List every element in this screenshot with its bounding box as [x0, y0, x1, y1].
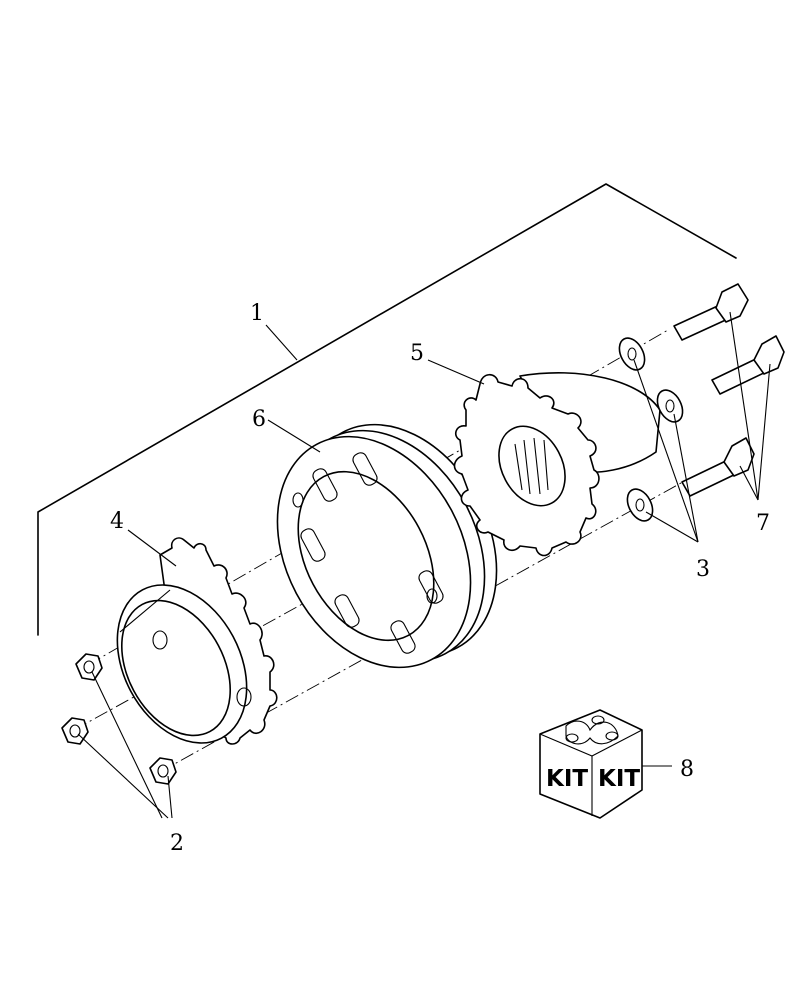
sprocket-hub-part-4: [116, 537, 278, 745]
callout-1: 1: [250, 301, 264, 326]
splined-sprocket-part-5: [453, 372, 661, 557]
clutch-body-part-6: [276, 423, 498, 669]
callout-7: 7: [756, 511, 770, 536]
assembly-bracket: [37, 183, 737, 636]
leader-lines: [77, 311, 771, 819]
nuts-part-2: [61, 653, 177, 785]
washers-part-3: [618, 337, 684, 522]
callout-6: 6: [252, 407, 266, 432]
kit-label-right: KIT: [598, 766, 640, 792]
callout-2: 2: [170, 831, 184, 856]
bolts-part-7: [673, 283, 785, 497]
kit-label-left: KIT: [546, 766, 588, 792]
callout-5: 5: [410, 341, 424, 366]
callout-8: 8: [680, 757, 694, 782]
kit-box-part-8: KIT KIT: [539, 709, 643, 819]
callout-3: 3: [696, 557, 710, 582]
callout-4: 4: [110, 509, 124, 534]
callout-labels: 1 2 3 4 5 6 7 8: [110, 301, 770, 856]
